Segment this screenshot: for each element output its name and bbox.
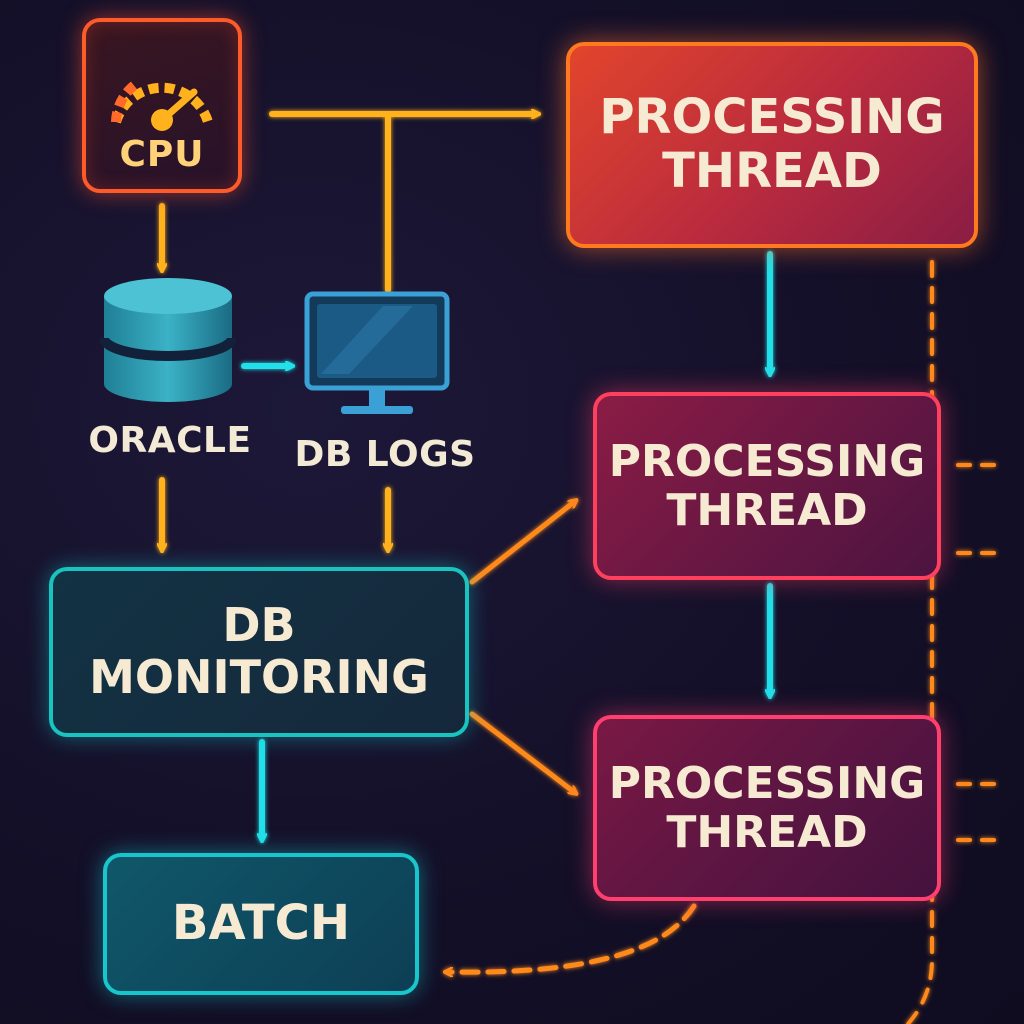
monitor-icon [304,291,450,414]
processing-thread-1-label: PROCESSING THREAD [599,89,945,199]
processing-thread-3-label: PROCESSING THREAD [608,757,926,858]
db-monitoring-node: DB MONITORING [49,567,469,737]
processing-thread-3: PROCESSING THREAD [593,715,941,901]
db-logs-label: DB LOGS [294,434,476,475]
processing-thread-2-label: PROCESSING THREAD [608,435,926,536]
cpu-label: CPU [119,133,205,175]
arrow-dbmon-to-thread2 [469,502,574,585]
database-icon [100,278,236,402]
oracle-label: ORACLE [88,420,252,461]
batch-node: BATCH [103,853,419,995]
arrow-thread3-to-batch [448,903,697,972]
cpu-node: CPU [82,18,242,193]
batch-label: BATCH [171,895,351,952]
processing-thread-2: PROCESSING THREAD [593,392,941,580]
speedometer-icon [111,79,213,131]
dashed-rail [906,260,934,1024]
arrow-dbmon-to-thread3 [469,711,574,792]
processing-thread-1: PROCESSING THREAD [566,42,978,248]
db-monitoring-label: DB MONITORING [89,598,429,704]
